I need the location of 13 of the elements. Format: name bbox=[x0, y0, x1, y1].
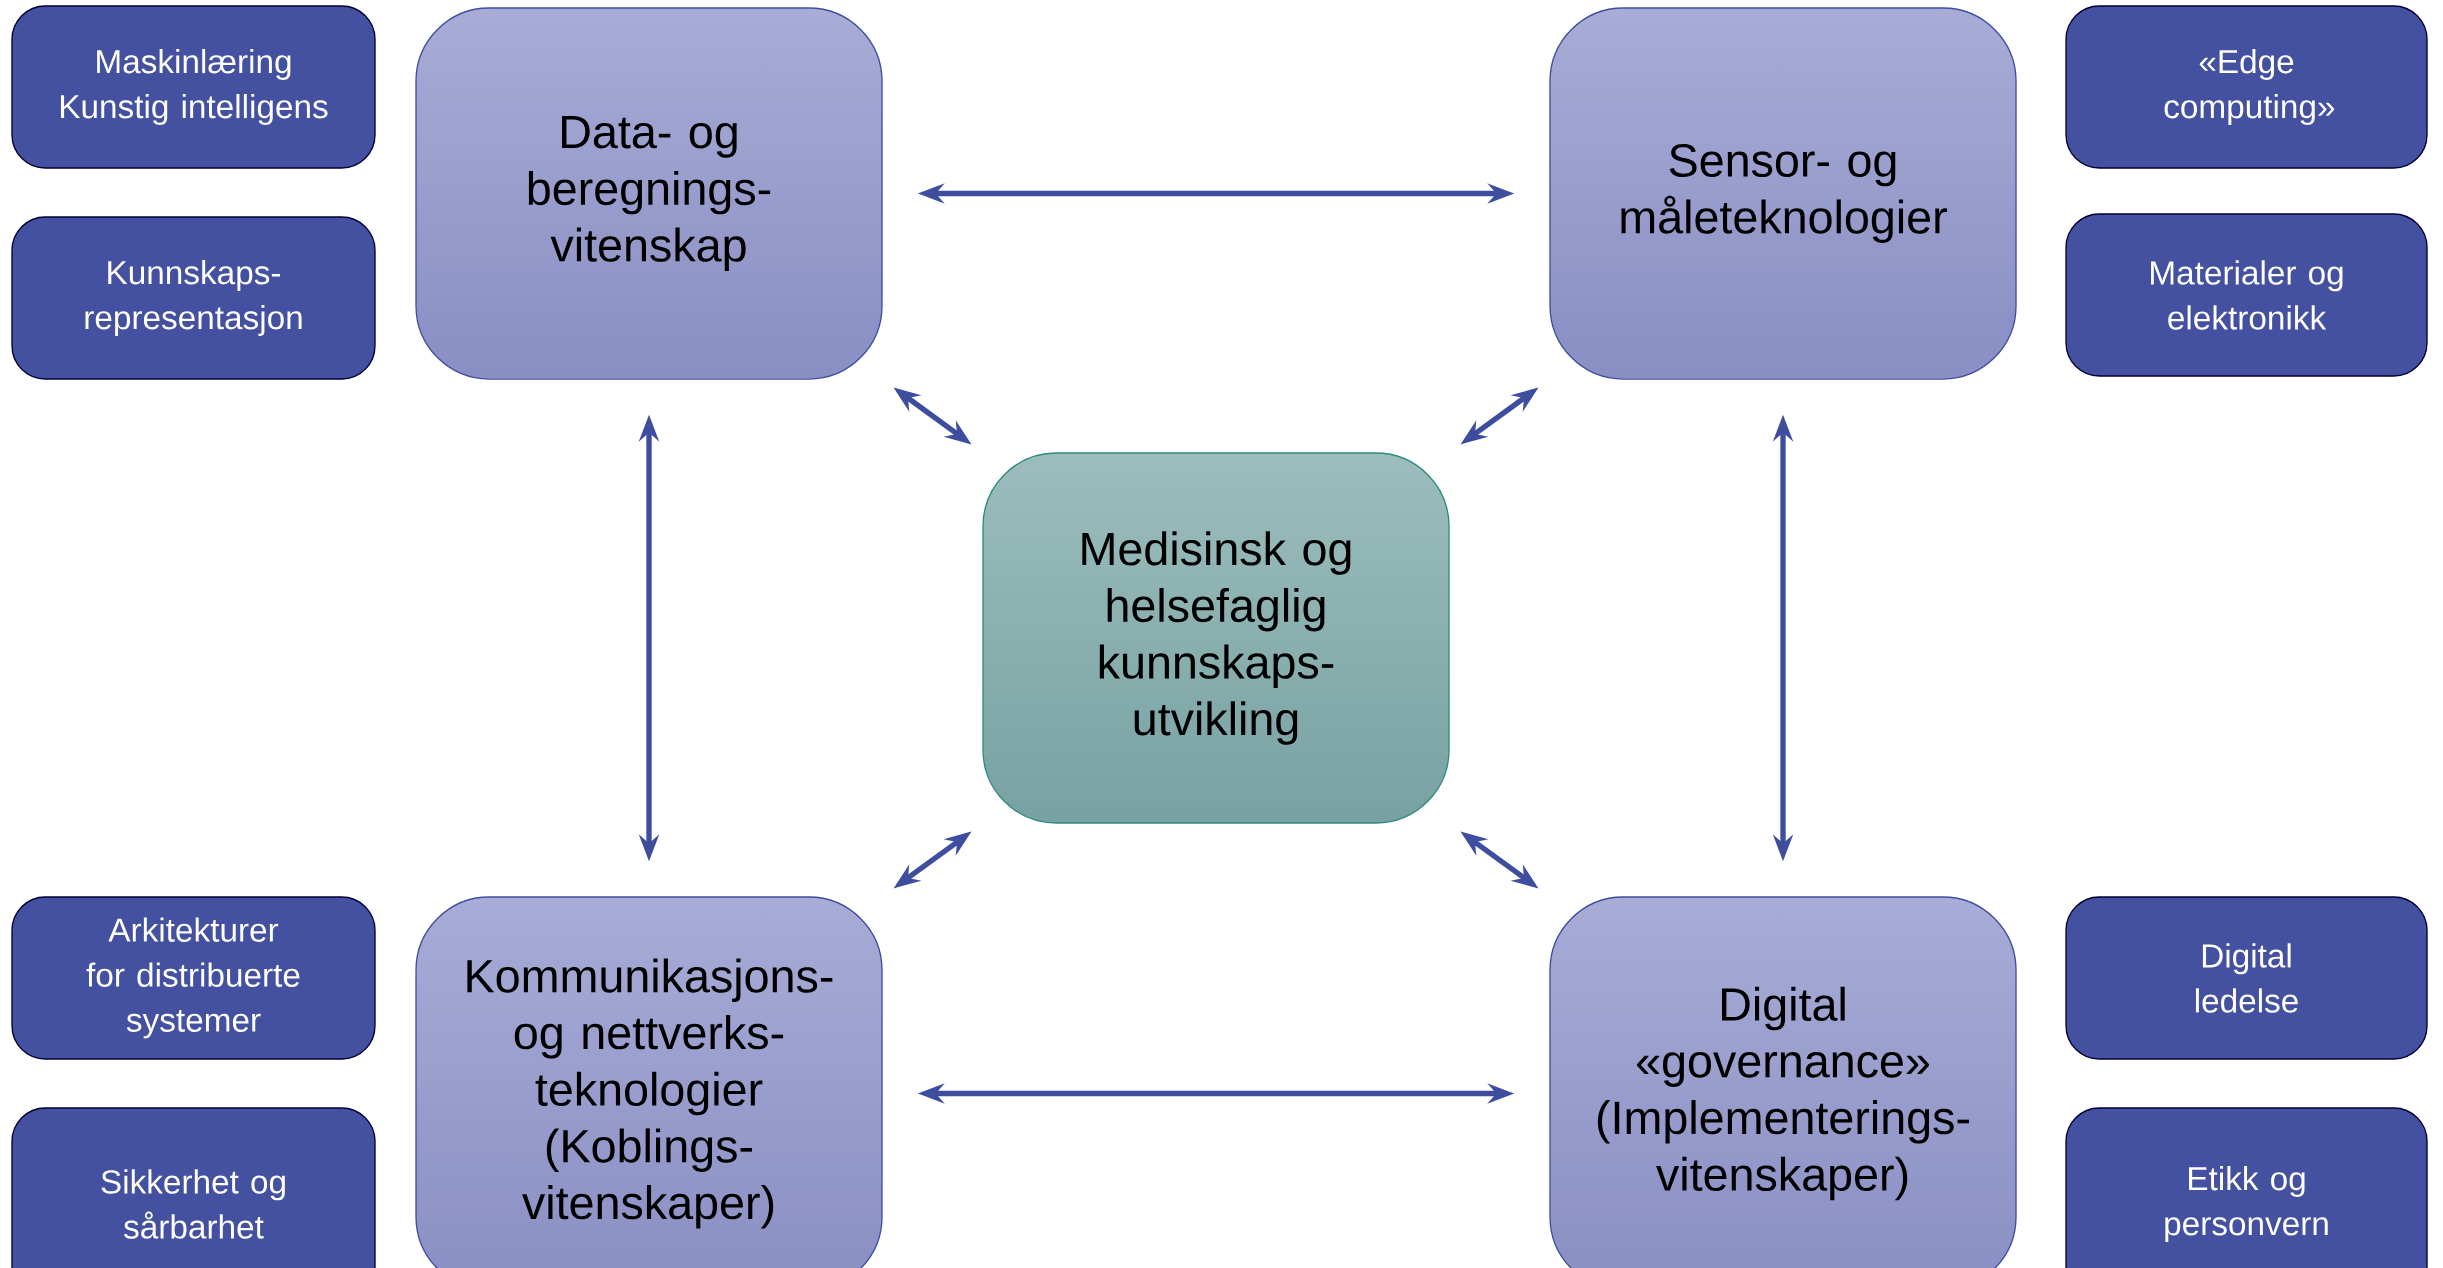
field-box: Data- og beregnings- vitenskap bbox=[415, 7, 883, 380]
field-box: Digital «governance» (Implementerings- vitenskaper) bbox=[1549, 896, 2017, 1268]
topic-box: Kunnskaps- representasjon bbox=[11, 216, 376, 380]
topic-box: Sikkerhet og sårbarhet bbox=[11, 1107, 376, 1268]
topic-box: Arkitekturer for distribuerte systemer bbox=[11, 896, 376, 1060]
topic-box: Maskinlæring Kunstig intelligens bbox=[11, 5, 376, 169]
topic-box: Digital ledelse bbox=[2065, 896, 2428, 1060]
field-box: Kommunikasjons- og nettverks- teknologier (Koblings- vitenskaper) bbox=[415, 896, 883, 1268]
topic-box: «Edge computing» bbox=[2065, 5, 2428, 169]
topic-box: Materialer og elektronikk bbox=[2065, 213, 2428, 377]
topic-box: Etikk og personvern bbox=[2065, 1107, 2428, 1268]
center-box: Medisinsk og helsefaglig kunnskaps- utvikling bbox=[982, 452, 1450, 824]
field-box: Sensor- og måleteknologier bbox=[1549, 7, 2017, 380]
